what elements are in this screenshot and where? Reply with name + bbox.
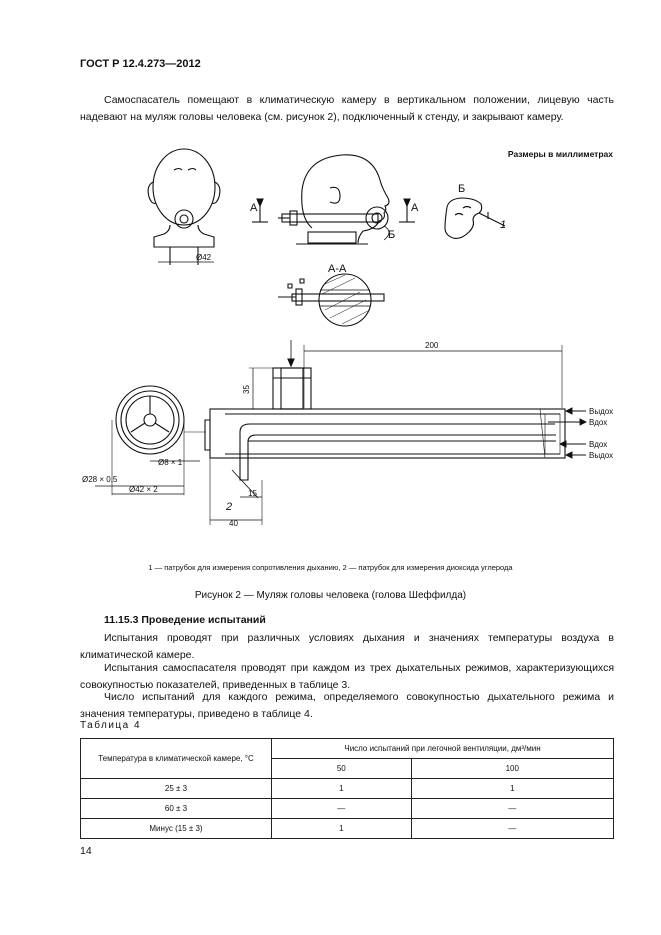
dim-15: 15 — [248, 489, 257, 498]
callout-2-label: 2 — [225, 501, 232, 513]
flow-label-inhale-2: Вдох — [589, 440, 607, 449]
view-b-detail — [444, 197, 506, 239]
figure-legend: 1 — патрубок для измерения сопротивления… — [148, 563, 513, 572]
section-aa-title: А-А — [328, 263, 347, 275]
section-markers-a — [252, 198, 415, 223]
dim-42-small: Ø42 — [196, 253, 212, 262]
tube-end-view — [95, 385, 206, 495]
figure-caption: Рисунок 2 — Муляж головы человека (голов… — [194, 590, 467, 601]
view-b-marker-label: Б — [388, 229, 395, 241]
section-label-a-left: А — [250, 202, 258, 214]
table-cell-temp: 60 ± 3 — [80, 798, 272, 819]
callout-1-label: 1 — [500, 219, 506, 231]
head-front-view — [147, 148, 221, 265]
table-header-temperature: Температура в климатической камере, °С — [80, 738, 272, 779]
table-cell-v50: 1 — [271, 778, 412, 799]
dim-8: Ø8 × 1 — [158, 458, 183, 467]
table-subheader-100: 100 — [410, 758, 615, 779]
table-4: Температура в климатической камере, °С Ч… — [80, 738, 615, 839]
table-row: 25 ± 3 1 1 — [80, 778, 615, 799]
document-header: ГОСТ Р 12.4.273—2012 — [80, 58, 201, 70]
table-cell-v50: — — [271, 798, 412, 819]
dim-40: 40 — [229, 519, 238, 528]
flow-label-exhale-2: Выдох — [589, 451, 613, 460]
head-side-view — [278, 154, 390, 245]
section-aa-view — [278, 273, 385, 327]
dim-200: 200 — [425, 341, 439, 350]
table-cell-v50: 1 — [271, 818, 412, 839]
table-cell-v100: 1 — [410, 778, 615, 799]
table-caption: Таблица 4 — [80, 720, 142, 731]
table-header-ventilation: Число испытаний при легочной вентиляции,… — [271, 738, 614, 759]
page-number: 14 — [80, 845, 92, 857]
table-cell-temp: Минус (15 ± 3) — [80, 818, 272, 839]
view-b-title: Б — [458, 183, 465, 195]
table-cell-v100: — — [410, 798, 615, 819]
table-row: 60 ± 3 — — — [80, 798, 615, 819]
table-cell-temp: 25 ± 3 — [80, 778, 272, 799]
dim-28: Ø28 × 0,5 — [82, 475, 118, 484]
flow-label-exhale-1: Выдох — [589, 407, 613, 416]
dim-35: 35 — [242, 385, 251, 394]
section-label-a-right: А — [411, 202, 419, 214]
units-note: Размеры в миллиметрах — [507, 149, 613, 159]
table-subheader-50: 50 — [271, 758, 412, 779]
breathing-tube-assembly — [204, 340, 588, 525]
flow-label-inhale-1: Вдох — [589, 418, 607, 427]
table-row: Минус (15 ± 3) 1 — — [80, 818, 615, 839]
section-paragraph-1: Испытания проводят при различных условия… — [80, 632, 614, 661]
section-title: 11.15.3 Проведение испытаний — [104, 614, 266, 626]
dim-42x2: Ø42 × 2 — [129, 485, 158, 494]
table-cell-v100: — — [410, 818, 615, 839]
intro-paragraph: Самоспасатель помещают в климатическую к… — [80, 94, 614, 123]
sheffield-head-drawing: А А Б Б 1 А-А 2 Ø42 200 35 Ø8 × 1 Ø28 × … — [82, 148, 613, 528]
section-paragraph-2: Испытания самоспасателя проводят при каж… — [80, 662, 614, 691]
section-paragraph-3: Число испытаний для каждого режима, опре… — [80, 691, 614, 720]
